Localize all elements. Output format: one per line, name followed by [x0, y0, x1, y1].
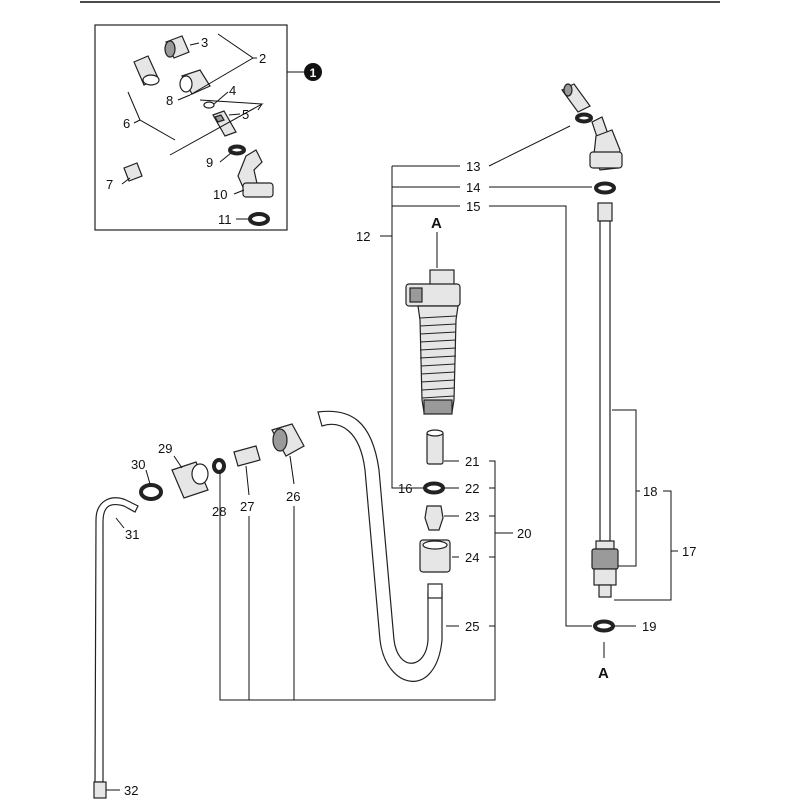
- callout-7: 7: [106, 177, 113, 192]
- callout-3: 3: [201, 35, 208, 50]
- callout-29: 29: [158, 441, 172, 456]
- filter-assembly: [405, 269, 461, 415]
- main-labels: A A 12 13 14 15 16 21 22 23 24 25 20 18 …: [124, 159, 696, 798]
- callout-27: 27: [240, 499, 254, 514]
- callout-21: 21: [465, 454, 479, 469]
- callout-8: 8: [166, 93, 173, 108]
- callout-20: 20: [517, 526, 531, 541]
- callout-16: 16: [398, 481, 412, 496]
- callout-32: 32: [124, 783, 138, 798]
- callout-14: 14: [466, 180, 480, 195]
- callout-15: 15: [466, 199, 480, 214]
- callout-25: 25: [465, 619, 479, 634]
- callout-23: 23: [465, 509, 479, 524]
- marker-a-bottom: A: [598, 665, 609, 682]
- intake-parts: [93, 423, 305, 799]
- callout-17: 17: [682, 544, 696, 559]
- wand-parts: [561, 83, 623, 633]
- callout-31: 31: [125, 527, 139, 542]
- inset-labels: 3 2 8 4 5 6 9 7 10 11: [106, 35, 266, 227]
- callout-10: 10: [213, 187, 227, 202]
- inset-box: [94, 24, 288, 231]
- callout-28: 28: [212, 504, 226, 519]
- inset-leaders: [121, 33, 264, 220]
- callout-12: 12: [356, 229, 370, 244]
- pump-parts: [317, 410, 451, 682]
- callout-18: 18: [643, 484, 657, 499]
- kit-marker: [304, 63, 322, 81]
- callout-4: 4: [229, 83, 236, 98]
- callout-13: 13: [466, 159, 480, 174]
- callout-5: 5: [242, 107, 249, 122]
- callout-6: 6: [123, 116, 130, 131]
- marker-a-top: A: [431, 215, 442, 232]
- callout-2: 2: [259, 51, 266, 66]
- inset-parts: [123, 35, 274, 226]
- callout-19: 19: [642, 619, 656, 634]
- leader-lines: [106, 125, 678, 791]
- callout-26: 26: [286, 489, 300, 504]
- callout-24: 24: [465, 550, 479, 565]
- callout-1: 1: [310, 66, 317, 80]
- callout-9: 9: [206, 155, 213, 170]
- callout-22: 22: [465, 481, 479, 496]
- callout-11: 11: [218, 212, 232, 227]
- callout-30: 30: [131, 457, 145, 472]
